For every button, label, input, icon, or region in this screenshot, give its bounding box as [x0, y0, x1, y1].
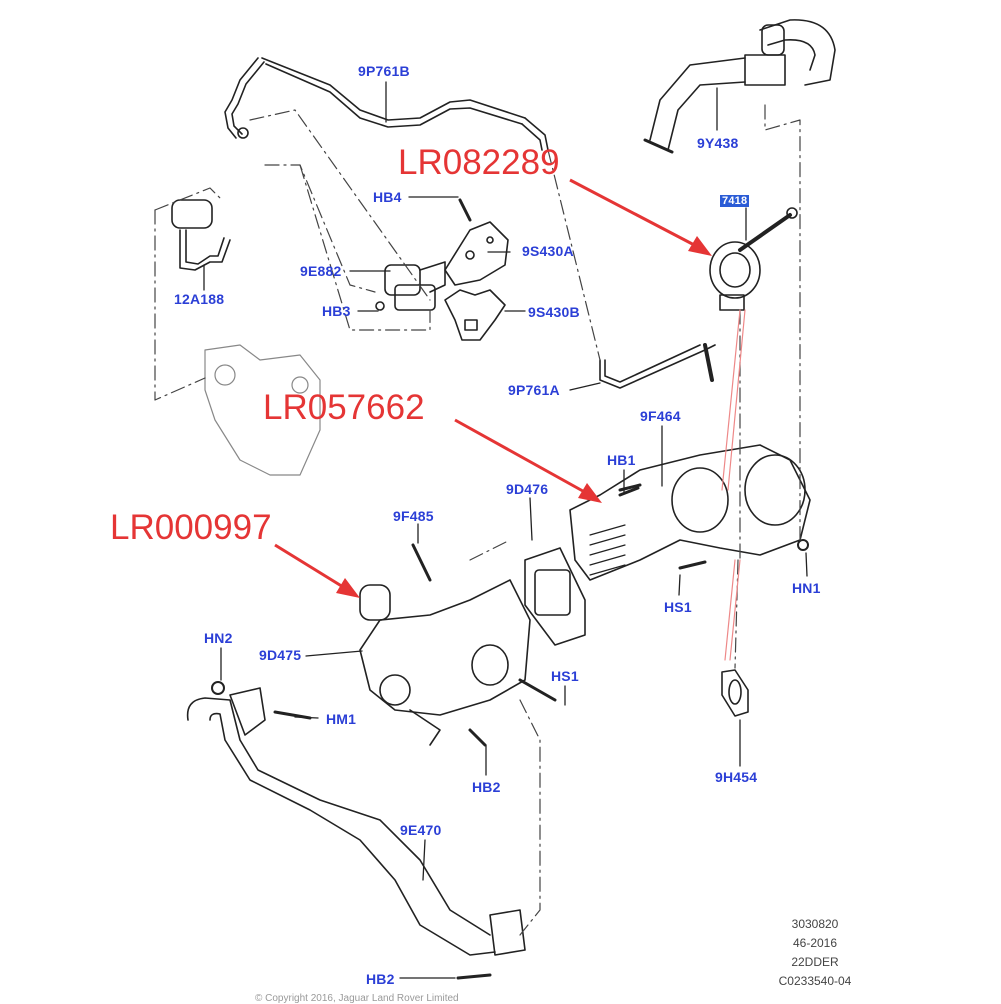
part-label[interactable]: 9E470 [400, 822, 442, 838]
part-label[interactable]: 9S430B [528, 304, 580, 320]
bracket-9s430b [444, 289, 506, 341]
fasteners [211, 486, 809, 980]
vacuum-pipe-9p761b [224, 57, 549, 151]
reference-line: 46-2016 [792, 936, 838, 950]
part-label[interactable]: HB1 [607, 452, 636, 468]
part-label[interactable]: 9D476 [506, 481, 549, 497]
vacuum-pipe-9p761a [599, 343, 716, 389]
part-label[interactable]: 12A188 [174, 291, 225, 307]
part-label[interactable]: 9S430A [522, 243, 574, 259]
arrowhead-lr057662 [578, 483, 602, 503]
arrow-lr057662 [454, 418, 591, 497]
part-label[interactable]: HN1 [792, 580, 821, 596]
part-label[interactable]: HN2 [204, 630, 233, 646]
bracket-9s430a [444, 198, 509, 286]
part-label[interactable]: HS1 [664, 599, 692, 615]
arrow-lr082289 [569, 178, 701, 250]
part-label[interactable]: 9Y438 [697, 135, 739, 151]
part-label[interactable]: 9F485 [393, 508, 434, 524]
part-label[interactable]: HB4 [373, 189, 402, 205]
arrow-lr000997 [274, 543, 349, 592]
gasket-9h454 [721, 669, 749, 717]
part-label[interactable]: HM1 [326, 711, 357, 727]
part-label[interactable]: 9H454 [715, 769, 758, 785]
reference-line: 3030820 [791, 917, 839, 931]
guide-lines [154, 104, 801, 936]
arrowhead-lr082289 [688, 236, 712, 256]
callout-part-number: LR000997 [110, 508, 272, 547]
part-label-highlighted[interactable]: 7418 [720, 195, 750, 207]
part-label[interactable]: HS1 [551, 668, 579, 684]
part-label[interactable]: 9E882 [300, 263, 342, 279]
part-label[interactable]: 9P761B [358, 63, 410, 79]
callout-part-number: LR082289 [398, 143, 560, 182]
part-label[interactable]: 9P761A [508, 382, 560, 398]
callout-arrows [274, 178, 712, 598]
part-label[interactable]: HB3 [322, 303, 351, 319]
callout-part-number: LR057662 [263, 388, 425, 427]
pipe-9e470 [186, 687, 526, 956]
actuator-7418 [709, 207, 798, 311]
part-label[interactable]: 9F464 [640, 408, 681, 424]
part-label[interactable]: HB2 [472, 779, 501, 795]
copyright-notice: © Copyright 2016, Jaguar Land Rover Limi… [255, 993, 459, 1004]
engine-block-outline [204, 344, 321, 476]
part-label[interactable]: HB2 [366, 971, 395, 987]
arrowhead-lr000997 [336, 578, 360, 598]
reference-line: 22DDER [791, 955, 839, 969]
hose-9y438 [643, 19, 836, 154]
reference-line: C0233540-04 [778, 974, 852, 988]
egr-cooler-9f464 [569, 444, 811, 581]
part-label[interactable]: 9D475 [259, 647, 302, 663]
sensor-12a188 [171, 199, 231, 271]
egr-valve-9d475 [359, 579, 531, 746]
leader-lines [203, 81, 808, 979]
solenoid-9e882 [375, 261, 446, 311]
gasket-9d476 [524, 547, 586, 646]
